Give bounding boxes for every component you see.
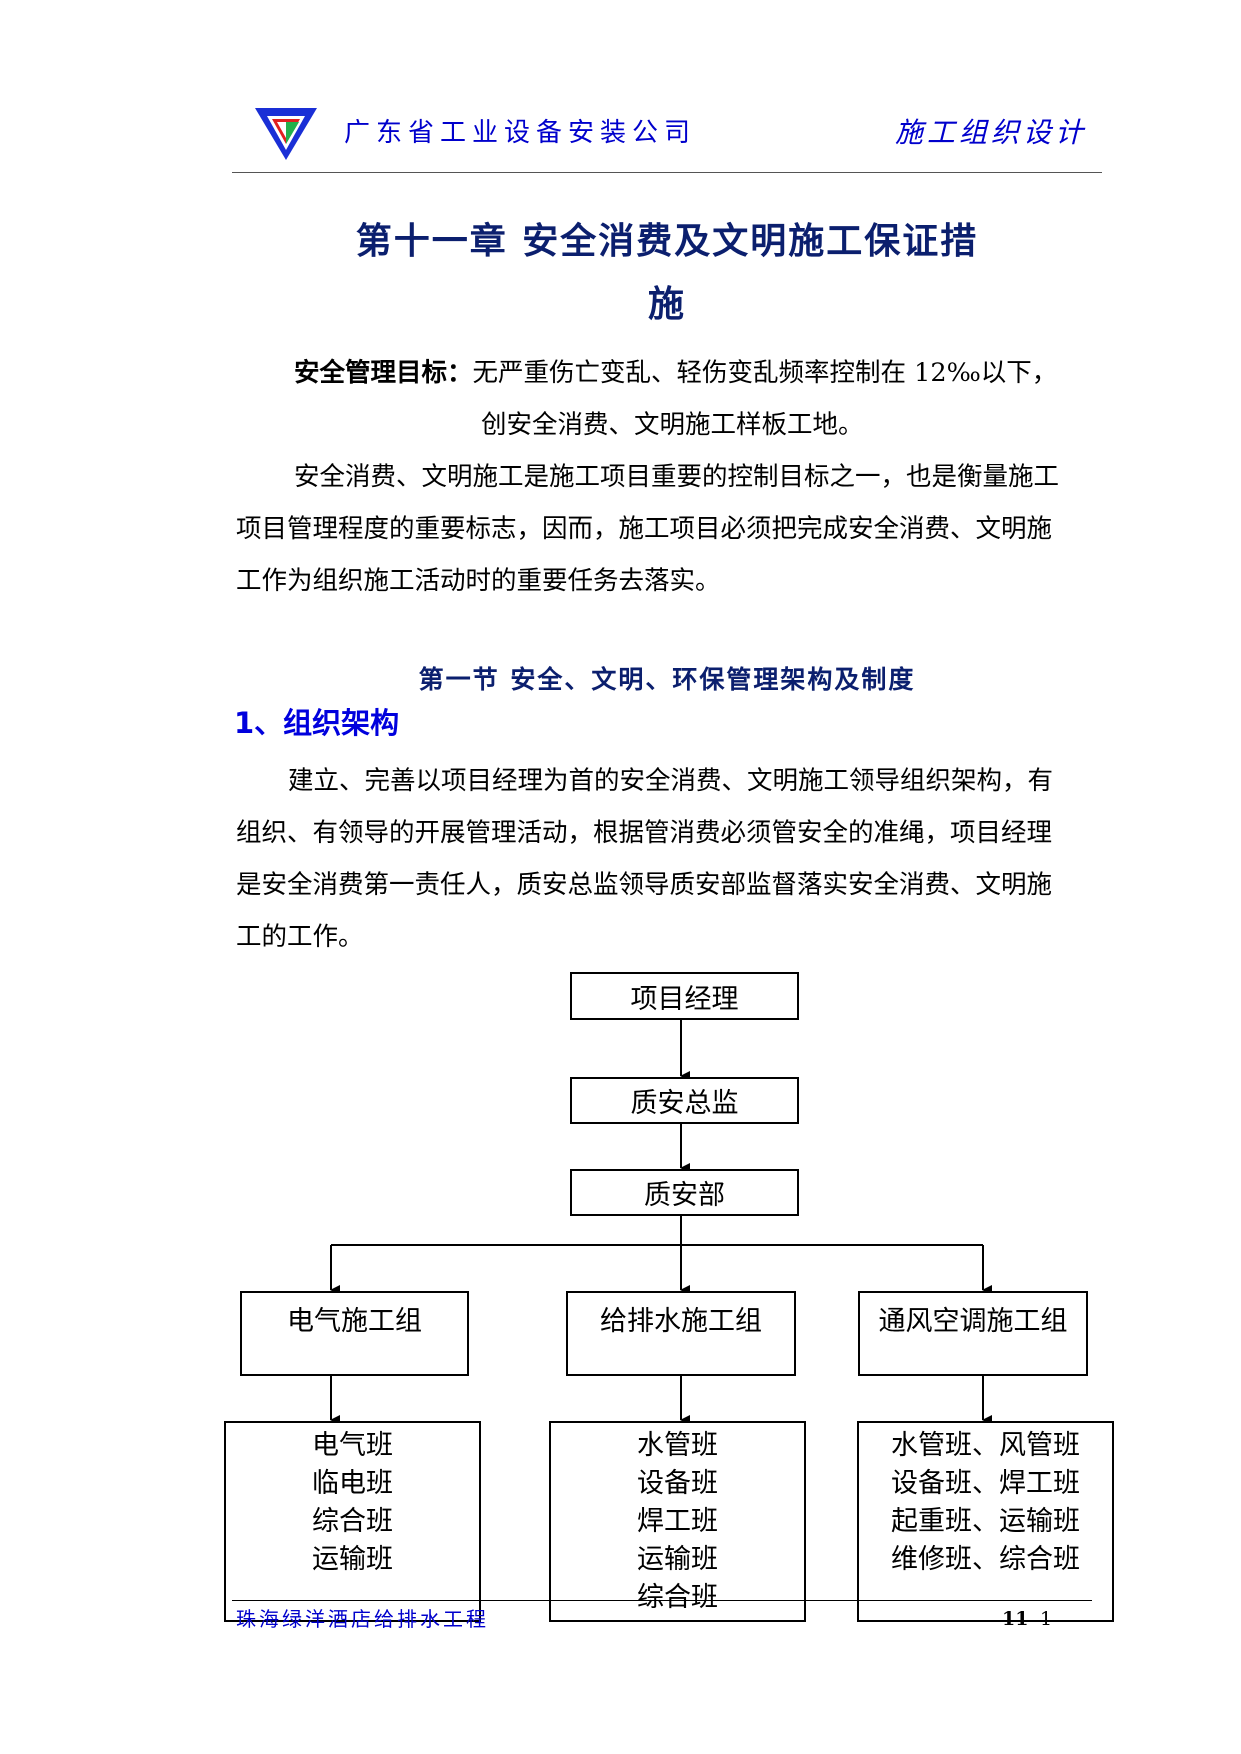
team-item: 水管班 [637, 1430, 718, 1461]
org-node-hvac-group: 通风空调施工组 [858, 1291, 1088, 1376]
org-node-label: 通风空调施工组 [878, 1306, 1068, 1337]
team-item: 起重班、运输班 [891, 1506, 1080, 1537]
chapter-title-line1: 第十一章 安全消费及文明施工保证措 [355, 221, 979, 262]
org-node-label: 给排水施工组 [600, 1306, 762, 1337]
team-item: 运输班 [637, 1544, 718, 1575]
safety-goal: 安全管理目标：无严重伤亡变乱、轻伤变乱频率控制在 12‰以下， [294, 352, 1057, 389]
footer-page-suffix: 1 [1040, 1608, 1053, 1630]
subheading: 1、组织架构 [234, 706, 400, 740]
team-item: 运输班 [312, 1544, 393, 1575]
org-node-electrical-teams: 电气班 临电班 综合班 运输班 [224, 1421, 481, 1622]
safety-goal-text: 无严重伤亡变乱、轻伤变乱频率控制在 12‰以下， [472, 358, 1058, 388]
intro-para-line: 安全消费、文明施工是施工项目重要的控制目标之一，也是衡量施工 [294, 462, 1060, 492]
org-node-label: 质安部 [644, 1180, 725, 1211]
document-type: 施工组织设计 [895, 116, 1088, 149]
org-node-label: 质安总监 [630, 1088, 739, 1119]
team-item: 设备班 [637, 1468, 718, 1499]
team-item: 电气班 [312, 1430, 393, 1461]
org-node-qs-department: 质安部 [570, 1169, 799, 1216]
chapter-title-line2: 施 [647, 284, 686, 325]
intro-para-line: 项目管理程度的重要标志，因而，施工项目必须把完成安全消费、文明施 [236, 514, 1053, 544]
org-node-project-manager: 项目经理 [570, 972, 799, 1020]
org-node-qs-director: 质安总监 [570, 1077, 799, 1124]
section-title: 第一节 安全、文明、环保管理架构及制度 [418, 665, 916, 694]
team-item: 临电班 [312, 1468, 393, 1499]
safety-goal-text-2: 创安全消费、文明施工样板工地。 [481, 410, 864, 440]
intro-para-line: 工作为组织施工活动时的重要任务去落实。 [236, 566, 721, 596]
team-item: 设备班、焊工班 [891, 1468, 1080, 1499]
footer-project-name: 珠海绿洋酒店给排水工程 [236, 1607, 489, 1631]
section-para-line: 建立、完善以项目经理为首的安全消费、文明施工领导组织架构，有 [288, 766, 1054, 796]
org-node-plumbing-teams: 水管班 设备班 焊工班 运输班 综合班 [549, 1421, 806, 1622]
team-item: 维修班、综合班 [891, 1544, 1080, 1575]
header-divider [232, 172, 1102, 173]
team-item: 综合班 [312, 1506, 393, 1537]
safety-goal-label: 安全管理目标： [294, 358, 473, 388]
team-item: 焊工班 [637, 1506, 718, 1537]
org-node-electrical-group: 电气施工组 [240, 1291, 469, 1376]
footer-page-number: 11 [1002, 1608, 1029, 1630]
company-name: 广东省工业设备安装公司 [344, 118, 697, 148]
org-node-plumbing-group: 给排水施工组 [566, 1291, 796, 1376]
team-item: 水管班、风管班 [891, 1430, 1080, 1461]
section-para-line: 组织、有领导的开展管理活动，根据管消费必须管安全的准绳，项目经理 [236, 818, 1053, 848]
team-item: 综合班 [637, 1582, 718, 1613]
org-node-label: 项目经理 [630, 983, 739, 1015]
section-para-line: 工的工作。 [236, 922, 364, 952]
company-logo [255, 108, 317, 160]
org-node-hvac-teams: 水管班、风管班 设备班、焊工班 起重班、运输班 维修班、综合班 [857, 1421, 1114, 1622]
org-node-label: 电气施工组 [287, 1306, 422, 1337]
footer-divider [232, 1600, 1092, 1601]
section-para-line: 是安全消费第一责任人，质安总监领导质安部监督落实安全消费、文明施 [236, 870, 1053, 900]
